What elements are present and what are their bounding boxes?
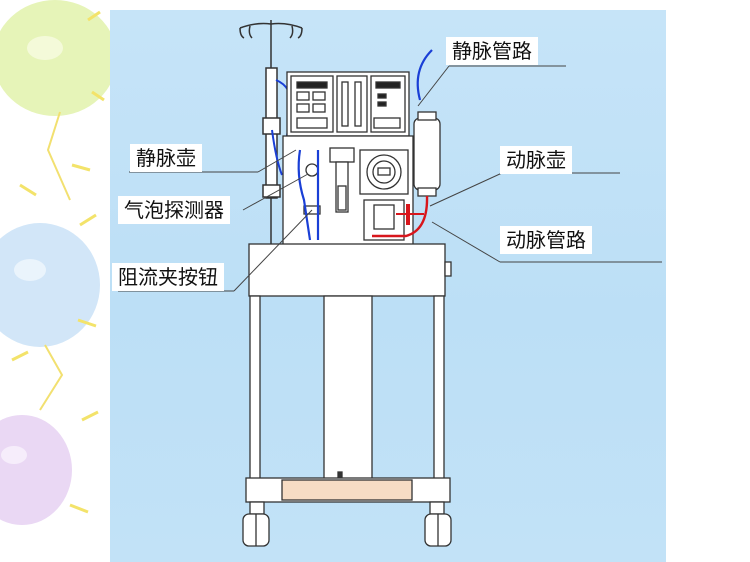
label-vein-line: 静脉管路 — [446, 37, 538, 65]
label-bubble-detector: 气泡探测器 — [118, 196, 230, 224]
machine-body — [282, 135, 414, 247]
balloon-decoration — [0, 0, 110, 562]
label-clamp-button: 阻流夹按钮 — [112, 263, 224, 291]
label-vein-chamber: 静脉壶 — [130, 144, 202, 172]
dialyzer — [413, 111, 441, 197]
label-artery-chamber: 动脉壶 — [500, 146, 572, 174]
label-artery-line: 动脉管路 — [500, 226, 592, 254]
control-panel — [286, 71, 410, 137]
cart — [242, 243, 452, 547]
